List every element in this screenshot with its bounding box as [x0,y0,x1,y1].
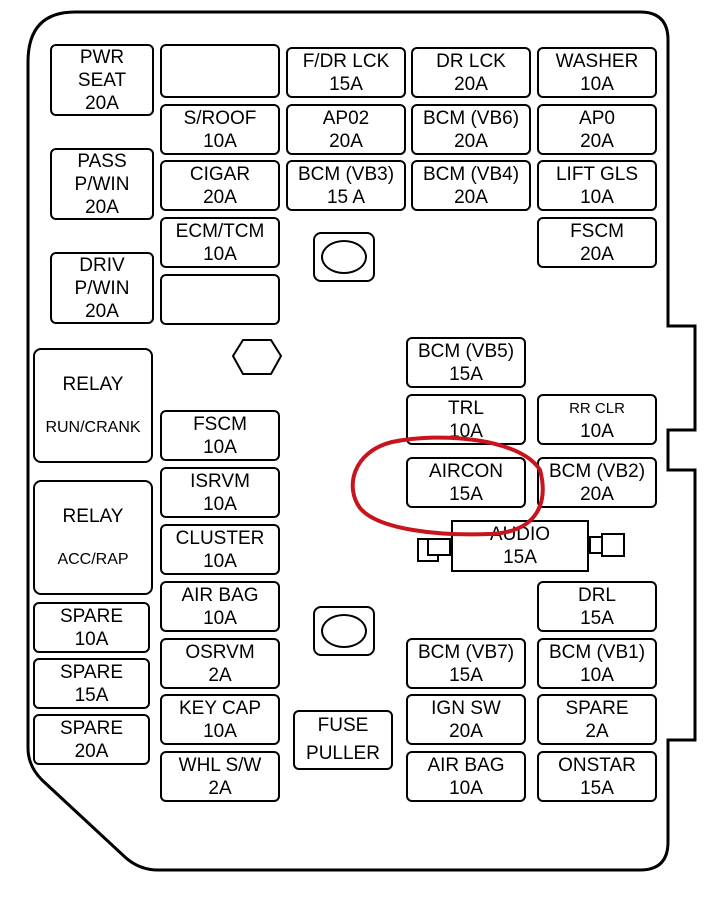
fuse-bcm-vb6: BCM (VB6)20A [411,104,531,155]
relay-acc-rap: RELAY ACC/RAP [33,480,153,595]
fuse-bcm-vb3: BCM (VB3)15 A [286,160,406,211]
fuse-bcm-vb2: BCM (VB2)20A [537,457,657,508]
fuse-bcm-vb4: BCM (VB4)20A [411,160,531,211]
mounting-boss-upper [313,232,375,282]
fuse-blank-top [160,44,280,98]
fuse-blank-mid [160,274,280,325]
connector-clip-right-outer [601,533,625,557]
fuse-bcm-vb1: BCM (VB1)10A [537,638,657,689]
relay-run-crank: RELAY RUN/CRANK [33,348,153,463]
mounting-clip-icon [231,339,283,375]
fuse-bcm-vb5: BCM (VB5)15A [406,337,526,388]
mounting-boss-lower [313,606,375,656]
fuse-bcm-vb7: BCM (VB7)15A [406,638,526,689]
connector-clip-left-inner [427,538,451,556]
bolt-hole-icon [321,240,367,274]
bolt-hole-icon [321,614,367,648]
